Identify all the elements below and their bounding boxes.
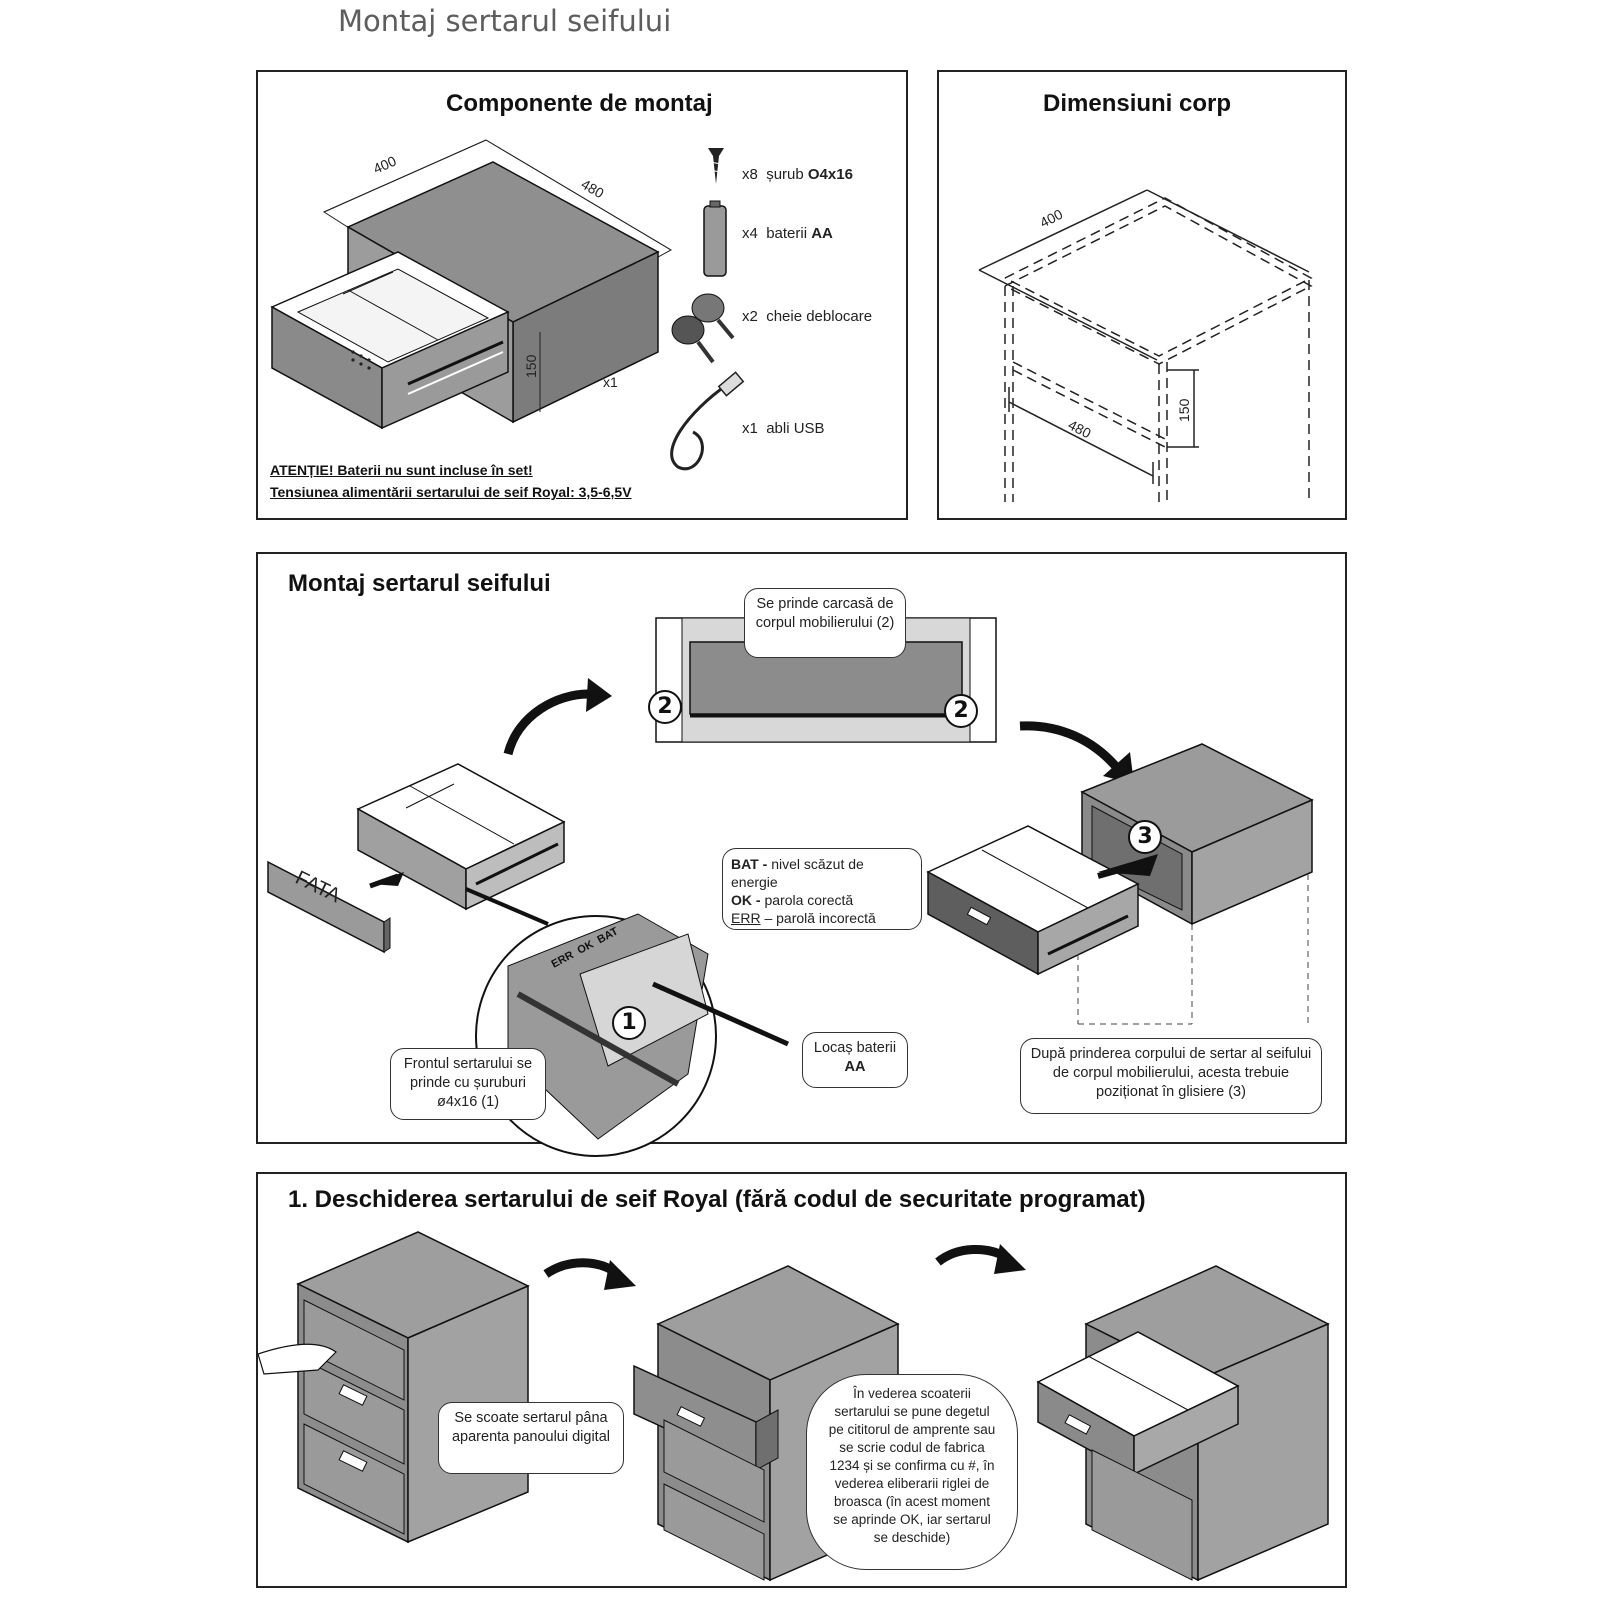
components-title: Componente de montaj	[446, 90, 713, 117]
height-dim: 150	[523, 354, 539, 378]
callout-rails: După prinderea corpului de sertar al sei…	[1020, 1038, 1322, 1114]
item-screw: x8 șurub O4x16	[742, 166, 853, 183]
callout-pull-drawer: Se scoate sertarul pâna aparenta panoulu…	[438, 1402, 624, 1474]
item-key: x2 cheie deblocare	[742, 308, 873, 325]
page-title: Montaj sertarul seifului	[338, 4, 672, 38]
drawer-qty: x1	[603, 374, 618, 390]
callout-fingerprint: În vederea scoaterii sertarului se pune …	[806, 1374, 1018, 1570]
battery-icon	[703, 200, 727, 277]
badge-2-right: 2	[944, 694, 978, 728]
callout-battery-slot: Locaș baterii AA	[802, 1032, 908, 1088]
safe-drawer-illustration: 400 480 150 x1	[270, 139, 745, 471]
screw-icon	[708, 148, 724, 184]
callout-front-screws: Frontul sertarului se prinde cu șuruburi…	[390, 1048, 546, 1120]
badge-2-left: 2	[648, 690, 682, 724]
usb-cable-icon	[670, 371, 745, 471]
badge-3: 3	[1128, 820, 1162, 854]
opening-panel: 1. Deschiderea sertarului de seif Royal …	[256, 1172, 1347, 1588]
key-icon	[671, 293, 735, 364]
mounting-panel: Montaj sertarul seifului	[256, 552, 1347, 1157]
callout-carcass: Se prinde carcasă de corpul mobilierului…	[744, 588, 906, 658]
dim-width: 400	[1037, 206, 1065, 231]
badge-1: 1	[612, 1006, 646, 1040]
cabinet-dimensions-drawing: 400 480 150	[978, 189, 1313, 502]
opening-illustration	[257, 1231, 1330, 1582]
components-panel: Componente de montaj 400 480 150 x1	[256, 70, 908, 520]
item-usb: x1 ablі USB	[742, 420, 825, 437]
warning-batteries: ATENȚIE! Baterii nu sunt incluse în set!	[270, 462, 533, 478]
dim-depth: 480	[1066, 416, 1094, 441]
mounting-title: Montaj sertarul seifului	[288, 570, 551, 597]
dim-height: 150	[1176, 398, 1192, 422]
opening-title: 1. Deschiderea sertarului de seif Royal …	[288, 1186, 1146, 1213]
dimensions-title: Dimensiuni corp	[1043, 90, 1232, 117]
width-dim: 400	[371, 153, 399, 177]
callout-indicator-legend: BAT - nivel scăzut de energie OK - parol…	[722, 848, 922, 930]
warning-voltage: Tensiunea alimentării sertarului de seif…	[270, 484, 632, 500]
dimensions-panel: Dimensiuni corp 400 4	[937, 70, 1347, 520]
item-battery: x4 baterii AA	[742, 225, 833, 242]
